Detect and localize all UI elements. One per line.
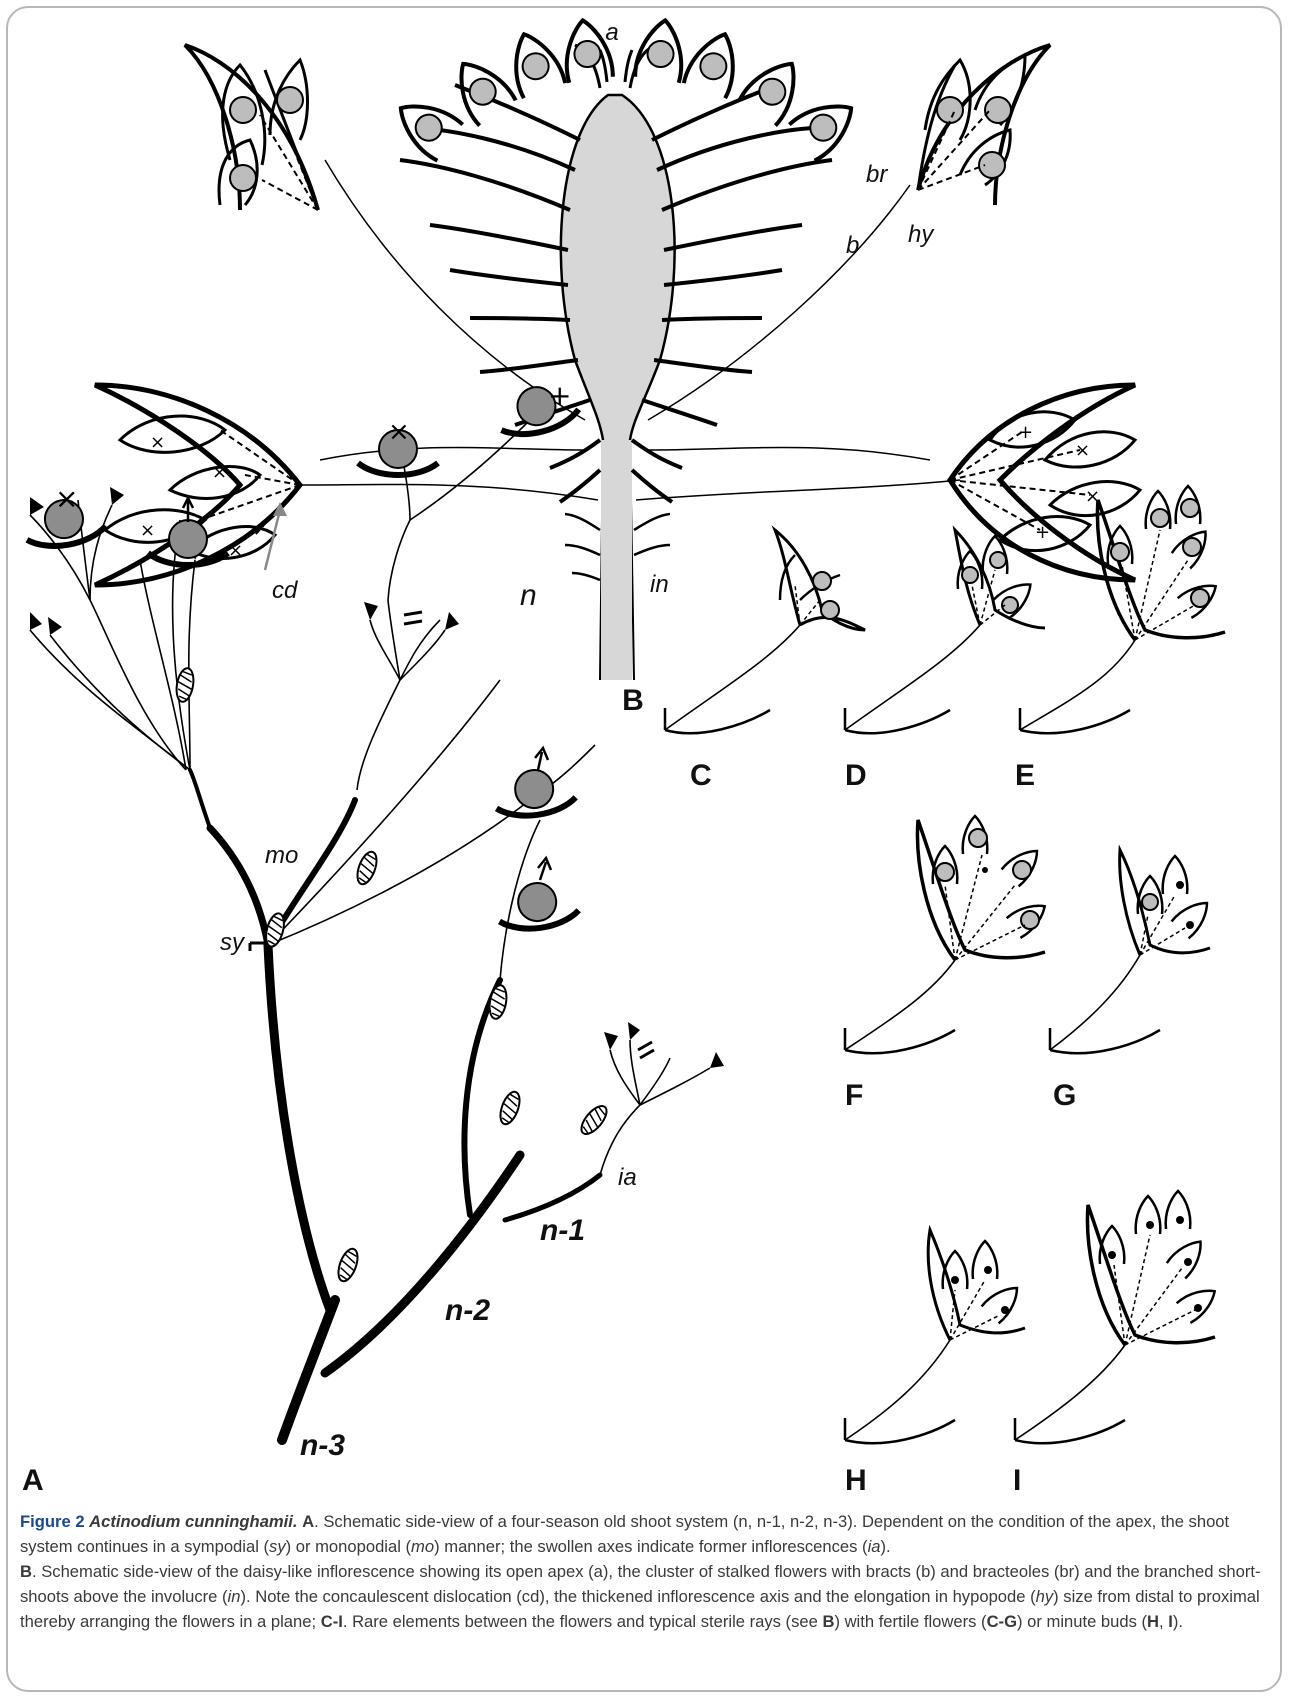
label-n: n [520, 579, 537, 612]
caption-italic: mo [411, 1537, 434, 1556]
caption-text: ) or minute buds ( [1017, 1612, 1147, 1631]
panel-i-sketch [1015, 1191, 1222, 1443]
species-name: Actinodium cunninghamii. [89, 1512, 297, 1531]
label-b: b [846, 232, 859, 259]
caption-bold: B [822, 1612, 834, 1631]
figure-drawing: × × × × + × × + [0, 0, 1292, 1505]
caption-text: ) manner; the swollen axes indicate form… [434, 1537, 867, 1556]
caption-bold: C-G [987, 1612, 1017, 1631]
label-n-3: n-3 [300, 1429, 345, 1462]
panel-d-sketch [845, 530, 1045, 733]
svg-text:+: + [548, 379, 571, 412]
svg-text:×: × [150, 432, 165, 453]
panels-c-to-i [665, 486, 1225, 1443]
panel-label-g: G [1053, 1079, 1076, 1112]
panel-label-d: D [845, 759, 867, 792]
panel-label-b: B [622, 684, 644, 717]
label-ia: ia [618, 1164, 637, 1191]
svg-text:+: + [1018, 422, 1033, 443]
caption-bold: H [1147, 1612, 1159, 1631]
caption-text: . Rare elements between the flowers and … [343, 1612, 823, 1631]
svg-text:+: + [1035, 522, 1050, 543]
panel-e-sketch [1020, 486, 1225, 733]
caption-ci-label: C-I [321, 1612, 343, 1631]
label-n-1: n-1 [540, 1214, 585, 1247]
panel-g-sketch [1050, 850, 1216, 1053]
figure-caption: Figure 2 Actinodium cunninghamii. A. Sch… [20, 1509, 1270, 1634]
panel-h-sketch [845, 1230, 1026, 1443]
label-mo: mo [265, 842, 298, 869]
caption-italic: sy [269, 1537, 286, 1556]
panel-label-c: C [690, 759, 712, 792]
svg-text:×: × [1075, 440, 1090, 461]
label-br: br [866, 161, 888, 188]
hypopode-lower-right [636, 480, 960, 500]
label-sy: sy [220, 929, 246, 956]
panel-label-i: I [1013, 1464, 1021, 1497]
svg-text:×: × [140, 520, 155, 541]
panel-label-h: H [845, 1464, 867, 1497]
figure-number: Figure 2 [20, 1512, 85, 1531]
cluster-upper-right [918, 45, 1050, 205]
caption-italic: in [228, 1587, 241, 1606]
label-cd: cd [272, 577, 298, 604]
svg-text:×: × [388, 417, 410, 447]
hypopode-upper-right [648, 185, 910, 420]
panel-label-f: F [845, 1079, 863, 1112]
axis-sy-upper [268, 680, 500, 945]
svg-text:×: × [55, 482, 78, 515]
caption-text: ) with fertile flowers ( [834, 1612, 986, 1631]
panel-c-sketch [665, 530, 865, 733]
panel-label-e: E [1015, 759, 1035, 792]
caption-a-label: A [302, 1512, 314, 1531]
panel-b-inflorescence: × × × × + × × + [95, 17, 1140, 717]
panel-f-sketch [845, 816, 1052, 1053]
caption-text: ). [1173, 1612, 1183, 1631]
cluster-upper-left [185, 45, 318, 210]
caption-text: ) or monopodial ( [286, 1537, 411, 1556]
svg-text:×: × [212, 462, 227, 483]
panel-label-a: A [22, 1464, 44, 1497]
label-hy: hy [908, 221, 935, 248]
label-in: in [650, 571, 669, 598]
caption-text: ). Note the concaulescent dislocation (c… [240, 1587, 1035, 1606]
caption-b-label: B [20, 1562, 32, 1581]
caption-text: ). [881, 1537, 891, 1556]
caption-italic: hy [1036, 1587, 1054, 1606]
label-n-2: n-2 [445, 1294, 490, 1327]
caption-italic: ia [868, 1537, 881, 1556]
label-a: a [605, 19, 618, 46]
caption-text: , [1159, 1612, 1168, 1631]
svg-text:×: × [228, 540, 243, 561]
